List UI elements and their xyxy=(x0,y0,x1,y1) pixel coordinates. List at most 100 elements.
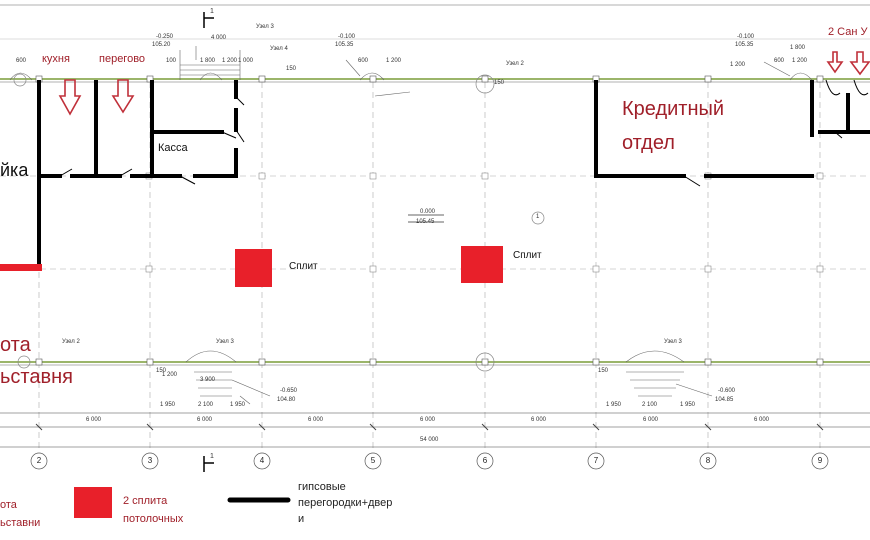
label-left-fragment: йка xyxy=(0,160,29,180)
stair-arc xyxy=(789,72,813,81)
top-mark-abs-1: 105.20 xyxy=(152,42,171,48)
column-marker xyxy=(369,358,377,366)
section-mark-top: 1 xyxy=(210,8,214,15)
section-mark-bottom: 1 xyxy=(210,453,214,460)
stair-arc xyxy=(625,350,685,363)
dim-right-150: 150 xyxy=(494,80,505,86)
axis-label-4: 4 xyxy=(259,456,265,465)
stairs-bottom xyxy=(185,350,713,405)
column-marker xyxy=(704,358,712,366)
legend-splits-line1: 2 сплита xyxy=(123,495,168,507)
node-uzel2-bottom: Узел 2 xyxy=(62,339,80,345)
room-number-circle xyxy=(531,211,545,225)
split-label-1: Сплит xyxy=(289,261,318,272)
zero-abs: 105.45 xyxy=(416,219,435,225)
dim-top-600: 600 xyxy=(358,58,369,64)
door-swing xyxy=(221,131,237,139)
dim-bottom-f: 3 900 xyxy=(200,377,216,383)
red-arrows xyxy=(58,51,870,116)
dim-right-1200: 1 200 xyxy=(792,58,808,64)
stair-arc xyxy=(199,72,223,81)
door-swings xyxy=(59,79,869,187)
node-circles xyxy=(13,73,545,372)
dim-bottom-h: 2 100 xyxy=(642,402,658,408)
grid-spacing-3: 6 000 xyxy=(308,417,324,423)
split-unit-1 xyxy=(235,249,272,287)
node-circle xyxy=(17,355,31,369)
column-marker xyxy=(369,172,377,180)
dim-left-1200: 1 200 xyxy=(730,62,746,68)
column-marker xyxy=(481,358,489,366)
zero-level: 0.000 xyxy=(420,209,436,215)
dim-bottom-d: 1 200 xyxy=(162,372,178,378)
bottom-mark-abs-1: 104.80 xyxy=(277,397,296,403)
axis-label-7: 7 xyxy=(593,456,599,465)
axis-bubble xyxy=(811,452,829,470)
label-bottom-left2: ьставня xyxy=(0,366,73,388)
dim-bottom-b: 2 100 xyxy=(198,402,214,408)
dim-right-1800: 1 800 xyxy=(790,45,806,51)
column-marker xyxy=(592,358,600,366)
column-marker xyxy=(481,172,489,180)
door-swing xyxy=(119,168,133,177)
leader-line xyxy=(763,61,791,77)
door-swing xyxy=(235,96,245,106)
column-marker xyxy=(258,75,266,83)
grid-spacing-2: 6 000 xyxy=(197,417,213,423)
label-sanuzel: 2 Сан У xyxy=(828,26,868,38)
dim-tick xyxy=(481,423,489,431)
axis-label-3: 3 xyxy=(147,456,153,465)
stair-arc xyxy=(9,72,33,81)
label-bottom-left1: ота xyxy=(0,334,31,356)
legend-splits-line2: потолочных xyxy=(123,513,184,525)
dimension-ticks xyxy=(35,423,824,431)
top-mark-abs-3: 105.35 xyxy=(735,42,754,48)
door-swing xyxy=(853,79,869,96)
axis-label-5: 5 xyxy=(370,456,376,465)
node-circle xyxy=(475,74,495,94)
dim-bottom-a: 1 950 xyxy=(160,402,176,408)
node-uzel2-top: Узел 2 xyxy=(506,61,524,67)
legend-walls-line2: перегородки+двер xyxy=(298,497,393,509)
node-uzel3-bottom-b: Узел 3 xyxy=(664,339,682,345)
arrow-san-1 xyxy=(826,51,844,74)
label-credit-line2: отдел xyxy=(622,132,675,154)
column-marker xyxy=(258,172,266,180)
dim-tick xyxy=(146,423,154,431)
axis-label-9: 9 xyxy=(817,456,823,465)
stairs-top xyxy=(9,46,813,97)
dim-top-1200: 1 200 xyxy=(386,58,402,64)
dim-bottom-c: 1 950 xyxy=(230,402,246,408)
dim-bottom-i: 1 950 xyxy=(680,402,696,408)
node-circle xyxy=(13,73,27,87)
column-marker xyxy=(481,75,489,83)
label-meeting: перегово xyxy=(99,53,146,65)
column-marker xyxy=(704,75,712,83)
label-kassa: Касса xyxy=(158,142,188,154)
arrow-kitchen xyxy=(58,79,82,116)
axis-bubbles xyxy=(30,452,829,470)
dim-top-150: 150 xyxy=(286,66,297,72)
dim-tick xyxy=(816,423,824,431)
dim-bottom-j: 150 xyxy=(598,368,609,374)
axis-label-6: 6 xyxy=(482,456,488,465)
legend-walls-line1: гипсовые xyxy=(298,481,346,493)
leader-line xyxy=(374,91,411,97)
dim-tick xyxy=(704,423,712,431)
dim-tick xyxy=(258,423,266,431)
node-uzel4-top: Узел 4 xyxy=(270,46,288,52)
column-marker xyxy=(369,75,377,83)
top-mark-abs-2: 105.35 xyxy=(335,42,354,48)
door-swing xyxy=(235,129,245,143)
arrow-san-2 xyxy=(849,51,870,76)
grid-spacing-4: 6 000 xyxy=(420,417,436,423)
door-swing xyxy=(834,131,843,139)
grid-spacing-5: 6 000 xyxy=(531,417,547,423)
label-kitchen: кухня xyxy=(42,53,70,65)
grid-spacing-7: 6 000 xyxy=(754,417,770,423)
legend-walls-line3: и xyxy=(298,513,305,525)
grid-spacing-1: 6 000 xyxy=(86,417,102,423)
stair-arc xyxy=(185,350,237,363)
